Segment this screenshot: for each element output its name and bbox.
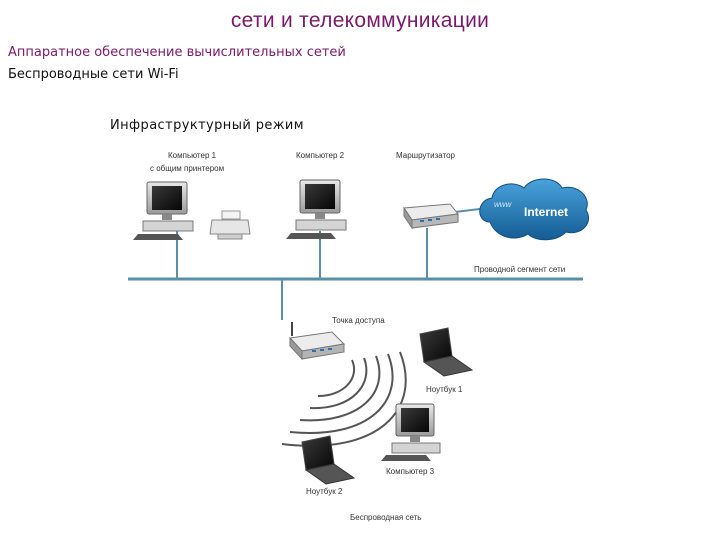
mode-heading: Инфраструктурный режим [110,118,304,133]
subtitle-hardware: Аппаратное обеспечение вычислительных се… [8,45,346,60]
wireless-network-label: Беспроводная сеть [350,513,421,522]
cloud-www-label: www [494,200,513,209]
computer2-label: Компьютер 2 [296,151,345,160]
laptop2-icon [301,435,356,485]
printer-icon [209,210,251,240]
computer1-icon [133,181,194,240]
computer3-label: Компьютер 3 [386,467,435,476]
computer1-label-line2: с общим принтером [150,164,224,173]
wireless-waves-icon [281,351,407,447]
access-point-label: Точка доступа [332,316,385,325]
wired-segment-label: Проводной сегмент сети [474,265,565,274]
router-icon [403,203,459,230]
computer2-icon [286,179,347,239]
access-point-icon [288,322,346,361]
laptop2-label: Ноутбук 2 [306,487,343,496]
computer1-label-line1: Компьютер 1 [168,151,217,160]
computer3-icon [381,403,441,461]
router-label: Маршрутизатор [396,151,456,160]
laptop1-label: Ноутбук 1 [426,385,463,394]
laptop1-icon [419,327,474,377]
cloud-internet-label: Internet [524,205,568,219]
internet-cloud-icon [479,178,589,241]
page-title: сети и телекоммуникации [230,9,490,32]
subtitle-wifi: Беспроводные сети Wi-Fi [8,67,179,82]
